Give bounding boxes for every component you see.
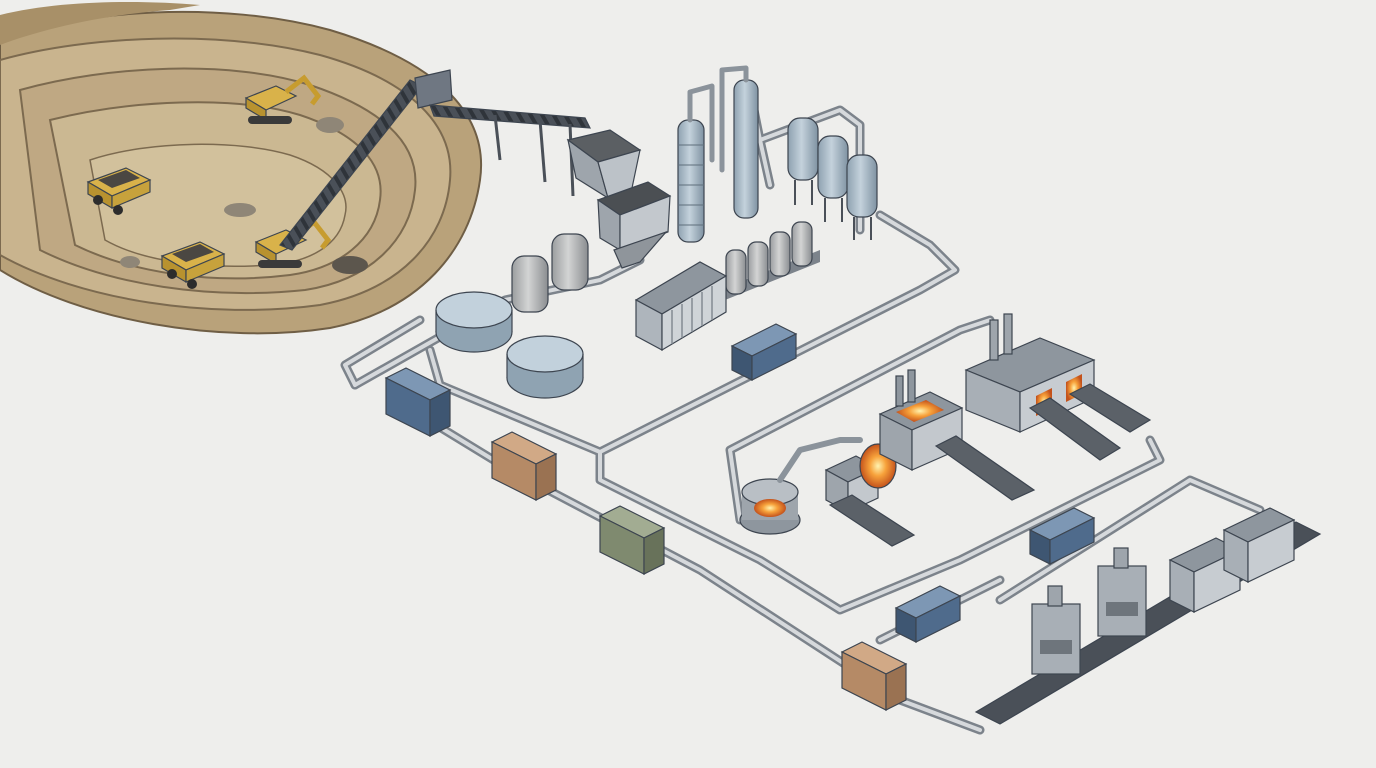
haul-truck[interactable]	[86, 167, 152, 215]
crusher-unit[interactable]	[566, 129, 672, 269]
distillation-column[interactable]	[719, 65, 759, 219]
open-pit-mine	[0, 2, 483, 335]
storage-silo[interactable]	[787, 117, 819, 205]
shipping-container[interactable]	[730, 323, 798, 381]
rock-pile	[120, 117, 368, 274]
filter-unit[interactable]	[634, 261, 728, 352]
storage-silo-group	[787, 117, 878, 240]
hydraulic-press[interactable]	[1031, 585, 1081, 675]
mine-hill-stripe	[0, 2, 200, 45]
distillation-column[interactable]	[677, 83, 715, 243]
storage-silo[interactable]	[846, 154, 878, 240]
processing-silo[interactable]	[511, 255, 549, 313]
small-tank-row	[720, 221, 820, 302]
roller-conveyor[interactable]	[1028, 383, 1152, 461]
smelting-area	[739, 369, 1036, 547]
melting-furnace[interactable]	[739, 478, 801, 535]
shipping-containers	[384, 323, 1096, 711]
settling-tank[interactable]	[506, 335, 584, 399]
shipping-container[interactable]	[894, 585, 962, 643]
mine-conveyor	[279, 69, 592, 251]
ladle-furnace[interactable]	[878, 369, 964, 471]
refinery-building[interactable]	[964, 313, 1096, 433]
shipping-container[interactable]	[490, 431, 558, 501]
packaging-machine[interactable]	[1222, 507, 1296, 583]
hydraulic-press[interactable]	[1097, 547, 1147, 637]
shipping-container[interactable]	[384, 367, 452, 437]
storage-silo[interactable]	[817, 135, 849, 222]
press-packaging-line	[974, 507, 1322, 725]
shipping-container[interactable]	[1028, 507, 1096, 565]
storage-tank[interactable]	[769, 231, 791, 277]
processing-silo[interactable]	[551, 233, 589, 291]
mine-floor	[89, 143, 347, 267]
shipping-container[interactable]	[598, 505, 666, 575]
storage-tank[interactable]	[791, 221, 813, 267]
haul-truck[interactable]	[160, 241, 226, 289]
storage-tank[interactable]	[747, 241, 769, 287]
shipping-container[interactable]	[840, 641, 908, 711]
excavator[interactable]	[244, 74, 322, 124]
storage-tank[interactable]	[725, 249, 747, 295]
settling-tank[interactable]	[435, 291, 513, 353]
cast-conveyor[interactable]	[828, 435, 1036, 547]
